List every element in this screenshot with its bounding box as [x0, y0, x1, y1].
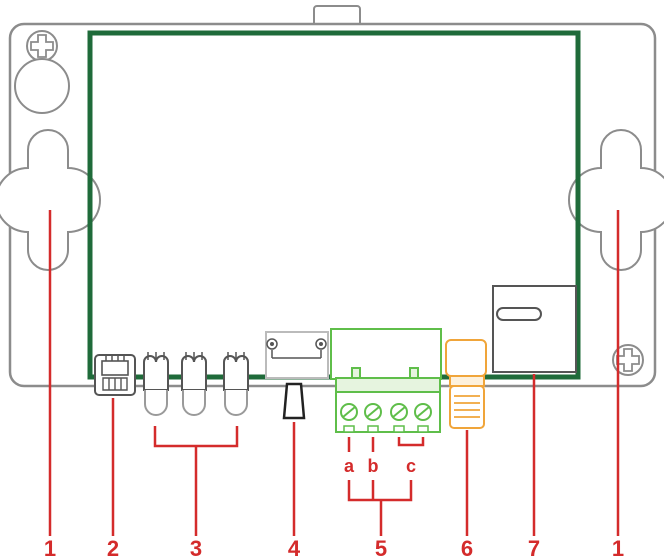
screw-top-left-icon: [26, 30, 58, 62]
callout-number-4: 4: [288, 536, 301, 559]
callout-number-3: 3: [190, 536, 202, 559]
keyhole-slot-left: [0, 129, 101, 271]
callout-line-5c: [397, 437, 425, 447]
terminal-block: [330, 328, 442, 433]
led-right: [223, 352, 249, 416]
callout-number-6: 6: [461, 536, 473, 559]
terminal-label-c: c: [406, 456, 416, 476]
led-left: [143, 352, 169, 416]
callout-number-2: 2: [107, 536, 119, 559]
callout-number-1-right: 1: [612, 536, 624, 559]
usb-connector: [94, 354, 136, 396]
callout-lines: [48, 210, 620, 536]
mount-hole-round: [14, 58, 70, 114]
callout-number-1-left: 1: [44, 536, 56, 559]
terminal-label-b: b: [368, 456, 379, 476]
led-middle: [181, 352, 207, 416]
terminal-label-a: a: [344, 456, 355, 476]
screw-bottom-right-icon: [612, 344, 644, 376]
callout-number-5: 5: [375, 536, 387, 559]
callout-line-5: [347, 480, 413, 536]
push-button: [265, 331, 329, 420]
card-slot: [492, 285, 577, 373]
callout-number-7: 7: [528, 536, 540, 559]
keyhole-slot-right: [568, 129, 664, 271]
callout-line-3: [153, 426, 239, 536]
antenna-connector: [445, 339, 487, 429]
